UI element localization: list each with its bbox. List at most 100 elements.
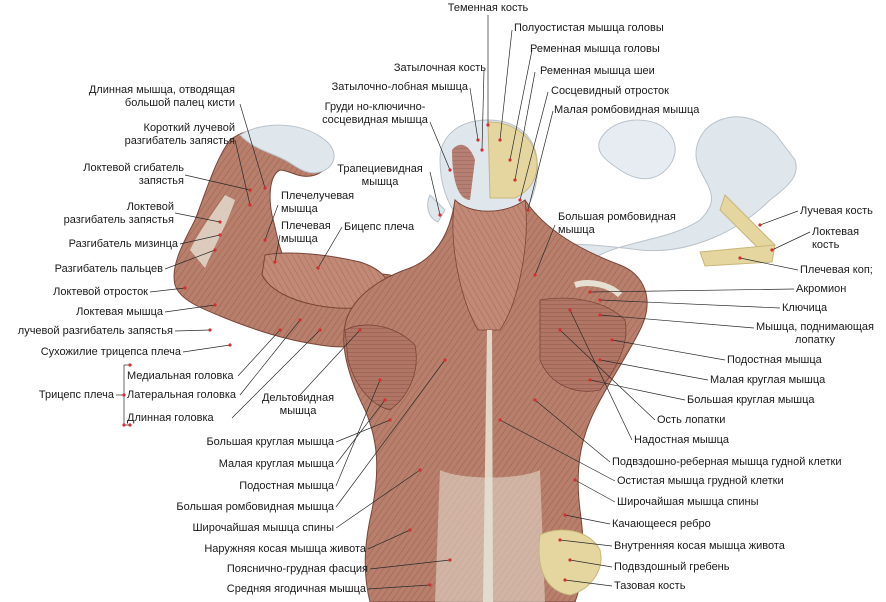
pin-dot (218, 233, 222, 237)
pin-dot (122, 393, 126, 397)
pin-dot (770, 248, 774, 252)
pin-dot (213, 248, 217, 252)
label-ecrl: лучевой разгибатель запястья (17, 325, 173, 337)
label-iliocostalis: Подвздошно-реберная мышца гудной клетки (612, 456, 842, 468)
pin-dot (383, 398, 387, 402)
label-scapular-spine: Ость лопатки (657, 414, 726, 426)
label-ecu: Локтевой разгибатель запястья (63, 201, 174, 226)
pin-dot (273, 260, 277, 264)
label-teres-major-left: Большая круглая мышца (206, 436, 334, 448)
label-external-oblique: Наружняя косая мышца живота (204, 543, 366, 555)
pin-dot (598, 298, 602, 302)
left-arm (173, 124, 413, 348)
label-scm: Груди но-ключично- сосцевидная мышца (322, 101, 428, 126)
leader-lines (116, 15, 811, 590)
label-radius: Лучевая кость (800, 205, 873, 217)
pin-dot (533, 273, 537, 277)
label-abductor-pollicis: Длинная мышца, отводящая большой палец к… (88, 84, 235, 109)
label-acromion: Акромион (796, 283, 847, 295)
label-ecrb: Короткий лучевой разгибатель запястья (124, 122, 235, 147)
pin-dot (588, 290, 592, 294)
label-trapezius: Трапециевидная мышца (337, 163, 423, 188)
pin-dot (388, 418, 392, 422)
pin-dot (563, 578, 567, 582)
label-ulna: Локтевая кость (812, 226, 860, 251)
label-spinalis: Остистая мышца грудной клетки (617, 475, 784, 487)
label-pin-dots (122, 123, 774, 587)
torso (343, 198, 648, 602)
pin-dot (498, 418, 502, 422)
label-parietal-bone: Теменная кость (447, 2, 529, 14)
label-deltoid: Дельтовидная мышца (261, 392, 335, 417)
label-latissimus-right: Широчайшая мышца спины (617, 496, 759, 508)
label-medial-head: Медиальная головка (127, 370, 234, 382)
pin-dot (122, 423, 126, 427)
pin-dot (480, 148, 484, 152)
pin-dot (128, 363, 132, 367)
pin-dot (573, 478, 577, 482)
pin-dot (208, 328, 212, 332)
label-splenius-capitis: Ременная мышца головы (530, 43, 660, 55)
pin-dot (526, 208, 530, 212)
pin-dot (598, 358, 602, 362)
pin-dot (298, 318, 302, 322)
pin-dot (758, 223, 762, 227)
label-floating-rib: Качающееся ребро (612, 518, 711, 530)
pin-dot (378, 378, 382, 382)
label-internal-oblique: Внутренняя косая мышца живота (614, 540, 785, 552)
pin-dot (568, 558, 572, 562)
label-humerus: Плечевая коп; (800, 264, 873, 276)
label-clavicle: Ключица (782, 302, 828, 314)
label-rhomboid-major-left: Большая ромбовидная мышца (176, 501, 334, 513)
pin-dot (558, 538, 562, 542)
pin-dot (408, 528, 412, 532)
pin-dot (498, 138, 502, 142)
pin-dot (263, 186, 267, 190)
label-latissimus-left: Широчайшая мышца спины (192, 522, 334, 534)
label-fcu: Локтевой сгибатель запястья (83, 162, 184, 187)
label-brachialis: Плечевая мышца (281, 220, 331, 245)
label-lateral-head: Латеральная головка (127, 389, 237, 401)
label-teres-major-right: Большая круглая мышца (687, 394, 815, 406)
pin-dot (213, 303, 217, 307)
label-occipitofrontalis: Затылочно-лобная мышца (331, 81, 468, 93)
pin-dot (558, 328, 562, 332)
pin-dot (278, 328, 282, 332)
pin-dot (443, 358, 447, 362)
pin-dot (513, 178, 517, 182)
pin-dot (448, 168, 452, 172)
label-anconeus: Локтевая мышца (76, 306, 163, 318)
pin-dot (476, 138, 480, 142)
pin-dot (438, 213, 442, 217)
label-infraspinatus-left: Подостная мышца (239, 480, 334, 492)
label-triceps: Трицепс плеча (38, 389, 114, 401)
label-long-head: Длинная головка (127, 412, 214, 424)
label-supraspinatus: Надостная мышца (634, 434, 730, 446)
pin-dot (533, 398, 537, 402)
pin-dot (248, 203, 252, 207)
label-ext-digiti-minimi: Разгибатель мизинца (68, 238, 178, 250)
label-thoracolumbar-fascia: Пояснично-грудная фасция (226, 563, 368, 575)
label-teres-minor-right: Малая круглая мышца (710, 374, 826, 386)
pin-dot (518, 198, 522, 202)
pin-dot (316, 266, 320, 270)
pin-dot (218, 220, 222, 224)
pin-dot (486, 123, 490, 127)
pin-dot (598, 313, 602, 317)
pin-dot (248, 188, 252, 192)
label-splenius-cervicis: Ременная мышца шеи (540, 65, 655, 77)
label-mastoid-process: Сосцевидный отросток (551, 85, 669, 97)
pin-dot (448, 558, 452, 562)
label-rhomboid-minor: Малая ромбовидная мышца (554, 104, 700, 116)
label-ext-digitorum: Разгибатель пальцев (54, 263, 163, 275)
pin-dot (568, 308, 572, 312)
pin-dot (128, 423, 132, 427)
pin-dot (563, 513, 567, 517)
label-occipital-bone: Затылочная кость (393, 62, 486, 74)
pin-dot (610, 338, 614, 342)
label-levator-scapulae: Мышца, поднимающая лопатку (756, 321, 874, 346)
label-biceps: Бицепс плеча (344, 221, 415, 233)
label-brachioradialis: Плечелучевая мышца (281, 190, 355, 215)
